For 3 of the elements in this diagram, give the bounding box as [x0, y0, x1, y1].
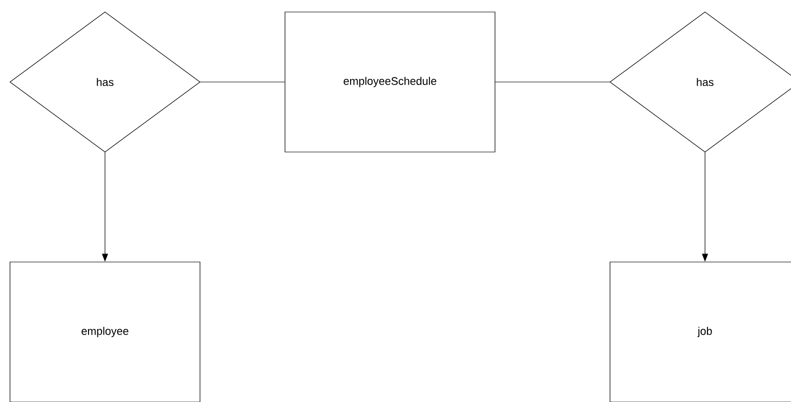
- entity-box: job: [610, 262, 791, 402]
- entity-box: employee: [10, 262, 200, 402]
- entity-box: employeeSchedule: [284, 12, 496, 152]
